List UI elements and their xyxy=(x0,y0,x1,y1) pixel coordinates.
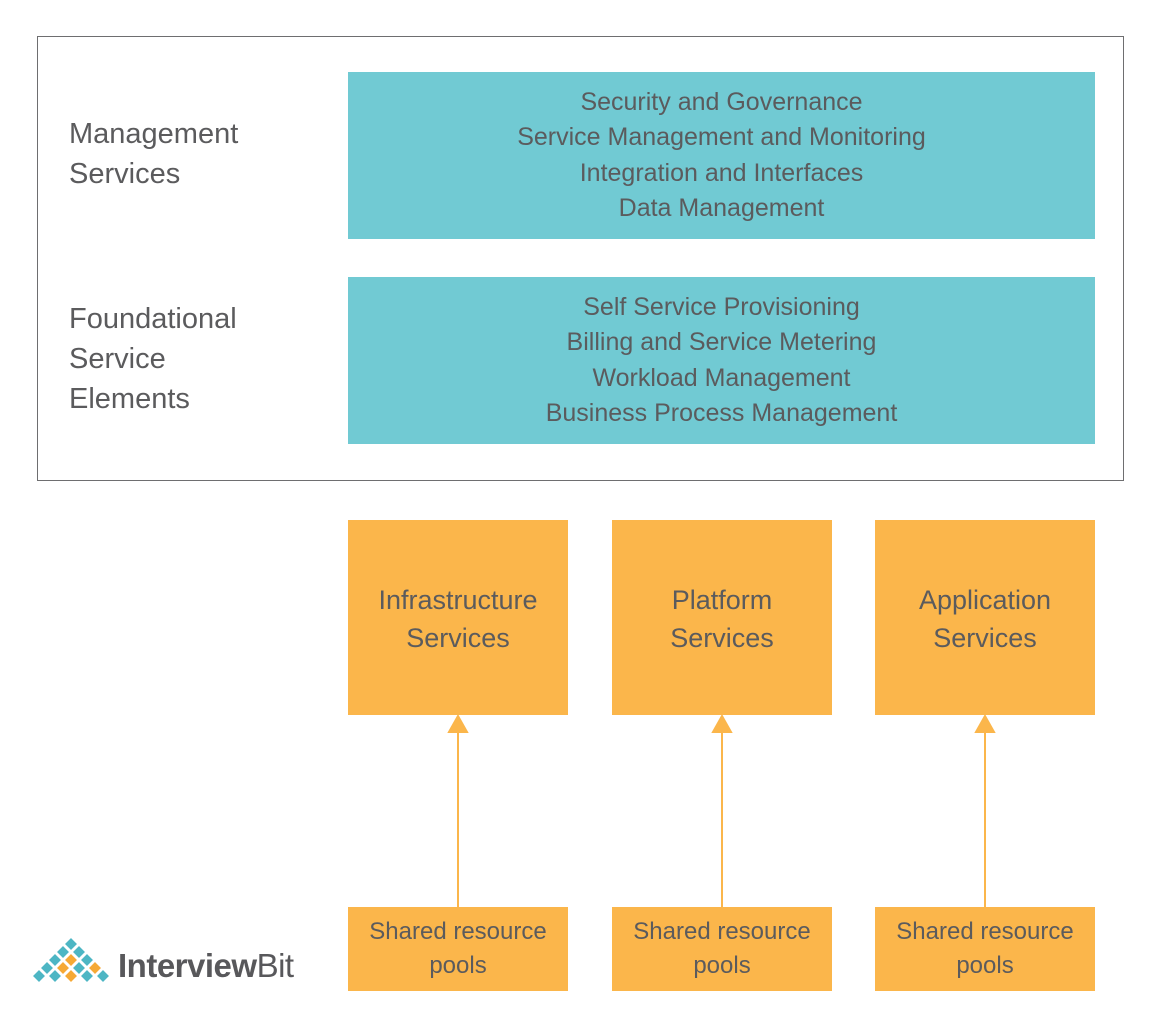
logo-wordmark-bit: Bit xyxy=(256,947,295,984)
management-item: Service Management and Monitoring xyxy=(517,123,926,151)
foundational-item: Self Service Provisioning xyxy=(583,292,860,321)
pool-label: Shared resource pools xyxy=(369,918,547,979)
logo-wordmark-interview: Interview xyxy=(118,947,257,984)
management-item: Security and Governance xyxy=(580,87,863,116)
diamond-grid-icon xyxy=(30,935,112,985)
arrowhead-infrastructure xyxy=(447,713,469,733)
interviewbit-logo: InterviewBit xyxy=(28,935,328,991)
management-item: Data Management xyxy=(618,194,825,222)
foundational-item: Business Process Management xyxy=(545,399,898,427)
platform-services-label: Platform Services xyxy=(670,585,774,653)
logo-wordmark: InterviewBit xyxy=(118,946,294,986)
shared-resource-pool-platform: Shared resource pools xyxy=(612,907,832,991)
foundational-item: Billing and Service Metering xyxy=(566,328,877,356)
management-services-label: Management Services xyxy=(69,118,239,190)
arrowhead-platform xyxy=(711,713,733,733)
pool-label: Shared resource pools xyxy=(633,918,811,979)
foundational-elements-box: Self Service Provisioning Billing and Se… xyxy=(348,277,1095,444)
management-services-box: Security and Governance Service Manageme… xyxy=(348,72,1095,239)
management-item: Integration and Interfaces xyxy=(579,158,864,187)
arrowhead-application xyxy=(974,713,996,733)
infrastructure-services-label: Infrastructure Services xyxy=(378,585,538,653)
infrastructure-services-box: Infrastructure Services xyxy=(348,520,568,715)
shared-resource-pool-infrastructure: Shared resource pools xyxy=(348,907,568,991)
architecture-frame xyxy=(37,36,1124,481)
application-services-box: Application Services xyxy=(875,520,1095,715)
platform-services-box: Platform Services xyxy=(612,520,832,715)
foundational-elements-label: Foundational Service Elements xyxy=(69,303,237,415)
application-services-label: Application Services xyxy=(918,585,1052,653)
foundational-item: Workload Management xyxy=(592,363,851,392)
pool-label: Shared resource pools xyxy=(896,918,1074,979)
shared-resource-pool-application: Shared resource pools xyxy=(875,907,1095,991)
